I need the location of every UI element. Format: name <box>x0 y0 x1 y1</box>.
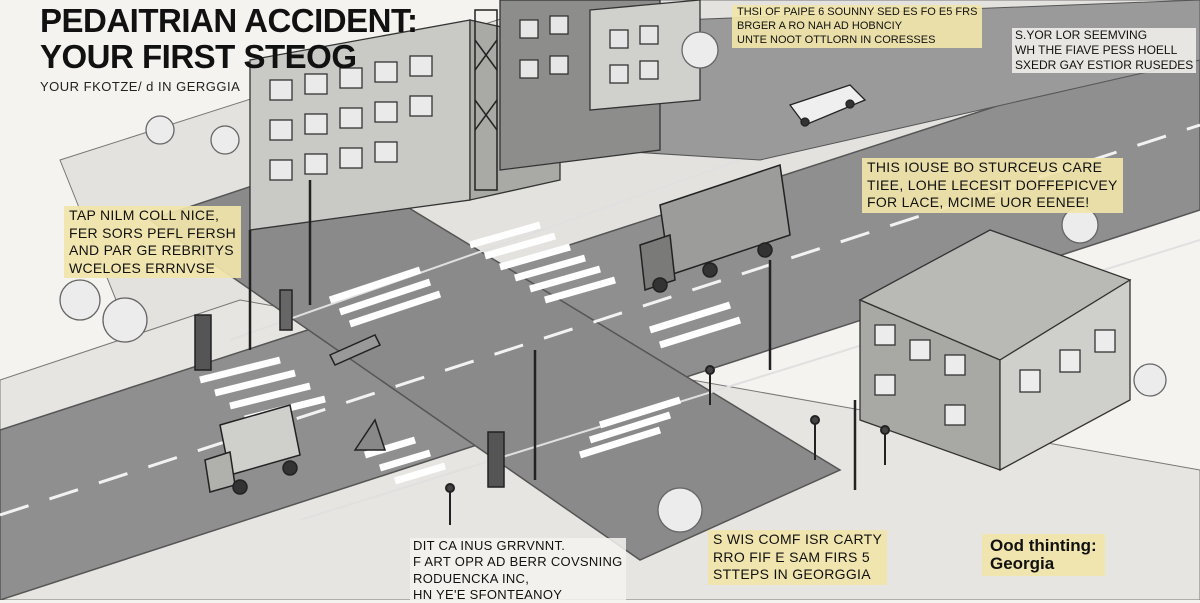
callout-line: FER SORS PEFL FERSH <box>69 224 236 241</box>
callout-left: TAP NILM COLL NICE, FER SORS PEFL FERSH … <box>64 206 241 278</box>
callout-line: SXEDR GAY ESTIOR RUSEDES <box>1015 58 1194 72</box>
utility-truck <box>204 404 301 495</box>
subtitle: YOUR FKOTZE/ d IN GERGGIA <box>40 79 241 94</box>
callout-mid-right: THIS IOUSE BO STURCEUS CARE TIEE, LOHE L… <box>862 158 1123 213</box>
crosswalk-west <box>328 266 442 328</box>
callout-line: STTEPS IN GEORGGIA <box>713 566 871 582</box>
callout-line: WCELOES ERRNVSE <box>69 259 216 276</box>
callout-bottom-center: DIT CA INUS GRRVNNT. F ART OPR AD BERR C… <box>410 538 626 603</box>
callout-line: BRGER A RO NAH AD HOBNCIY <box>737 19 903 32</box>
callout-line: RODUENCKA INC, <box>413 570 530 586</box>
callout-line: AND PAR GE REBRITYS <box>69 242 234 258</box>
box-truck <box>639 164 791 293</box>
crosswalk-north <box>469 221 616 304</box>
callout-line: THIS IOUSE BO STURCEUS CARE <box>867 159 1103 175</box>
georgia-logo-callout: Ood thinting: Georgia <box>982 534 1105 576</box>
callout-line: TIEE, LOHE LECESIT DOFFEPICVEY <box>867 176 1118 193</box>
crosswalk-south <box>199 356 447 485</box>
callout-top-center: THSI OF PAIPE 6 SOUNNY SED ES FO E5 FRS … <box>732 5 983 49</box>
callout-line: RRO FIF E SAM FIRS 5 <box>713 548 870 565</box>
crosswalk-east <box>578 301 742 459</box>
callout-line: TAP NILM COLL NICE, <box>69 207 220 223</box>
striped-barriers <box>194 289 505 488</box>
callout-line: S.YOR LOR SEEMVING <box>1015 28 1148 42</box>
scaffold <box>474 9 498 191</box>
callout-line: FOR LACE, MCIME UOR EENEE! <box>867 194 1090 210</box>
main-title-line-1: PEDAITRIAN ACCIDENT: <box>40 2 418 39</box>
logo-line-2: Georgia <box>990 553 1055 573</box>
main-title-line-2: YOUR FIRST STEOG <box>40 38 357 75</box>
title-block: PEDAITRIAN ACCIDENT: YOUR FIRST STEOG YO… <box>40 2 418 94</box>
sedan <box>788 84 867 127</box>
pedestrians <box>445 365 890 525</box>
callout-line: THSI OF PAIPE 6 SOUNNY SED ES FO E5 FRS <box>737 6 978 18</box>
building-back <box>499 0 701 171</box>
callout-line: WH THE FIAVE PESS HOELL <box>1015 43 1178 57</box>
callout-line: DIT CA INUS GRRVNNT. <box>413 538 566 553</box>
callout-line: S WIS COMF ISR CARTY <box>713 531 883 547</box>
trees <box>59 31 1167 533</box>
callout-bottom-right: S WIS COMF ISR CARTY RRO FIF E SAM FIRS … <box>708 530 888 585</box>
traffic-poles <box>248 180 857 490</box>
building-right <box>858 229 1132 472</box>
callout-line: UNTE NOOT OTTLORN IN CORESSES <box>737 33 936 46</box>
callout-top-right: S.YOR LOR SEEMVING WH THE FIAVE PESS HOE… <box>1012 28 1197 73</box>
callout-line: F ART OPR AD BERR COVSNING <box>413 554 623 570</box>
logo-line-1: Ood thinting: <box>990 536 1097 555</box>
callout-line: HN YE'E SFONTEANOY <box>413 586 563 602</box>
